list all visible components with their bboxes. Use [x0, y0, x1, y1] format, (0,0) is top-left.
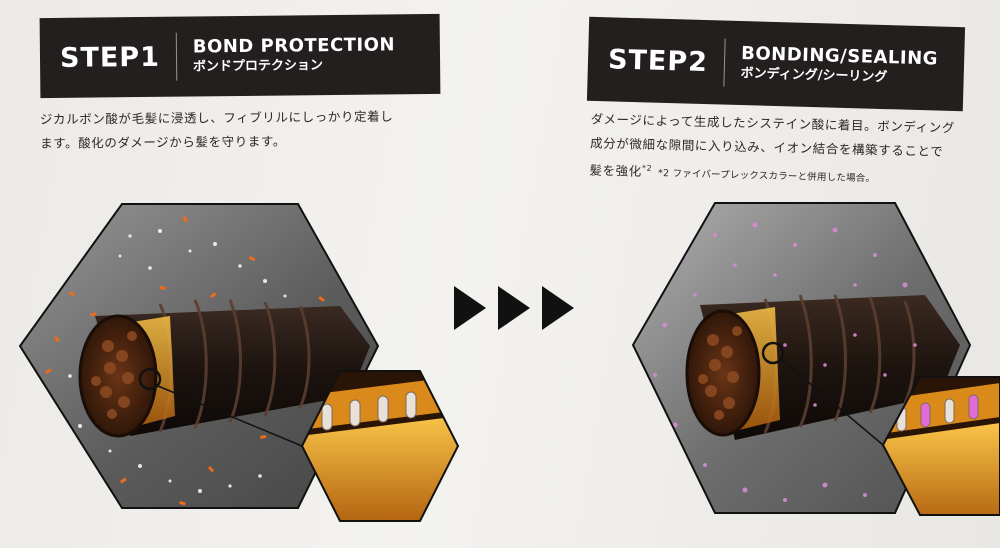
step2-footnote: *2 ファイバープレックスカラーと併用した場合。: [657, 168, 876, 185]
step2-description: ダメージによって生成したシステイン酸に着目。ボンディング 成分が微細な隙間に入り…: [589, 107, 971, 193]
step2-hair-illustration: [631, 202, 1000, 516]
step1-hexagon-outline: [18, 203, 380, 509]
step1-description-line: ジカルボン酸が毛髪に浸透し、フィブリルにしっかり定着し: [39, 108, 394, 127]
step1-hair-illustration: [18, 203, 460, 522]
step1-description: ジカルボン酸が毛髪に浸透し、フィブリルにしっかり定着し ます。酸化のダメージから…: [40, 104, 450, 156]
step1-title-jp: ボンドプロテクション: [192, 58, 324, 75]
step2-titles: BONDING/SEALING ボンディング/シーリング: [724, 43, 938, 89]
step2-hexagon-outline: [631, 202, 972, 514]
step1-header: STEP1 BOND PROTECTION ボンドプロテクション: [39, 13, 441, 99]
step1-zoom-inset: [157, 370, 460, 522]
step2-hair-fiber: [685, 294, 960, 440]
step1-title-en: BOND PROTECTION: [192, 34, 396, 58]
step2-footnote-mark: *2: [641, 163, 653, 173]
step2-number: STEP2: [607, 43, 709, 78]
step1-hair-fiber: [78, 299, 370, 438]
step2-description-line3: 髪を強化: [589, 162, 643, 179]
step2-hexagon-panel: [633, 203, 970, 513]
step1-titles: BOND PROTECTION ボンドプロテクション: [177, 34, 396, 76]
step1-number: STEP1: [59, 41, 161, 74]
triple-right-triangle-icon: [454, 286, 574, 330]
step2-header: STEP2 BONDING/SEALING ボンディング/シーリング: [586, 16, 966, 112]
step1-description-line: ます。酸化のダメージから髪を守ります。: [40, 133, 286, 151]
